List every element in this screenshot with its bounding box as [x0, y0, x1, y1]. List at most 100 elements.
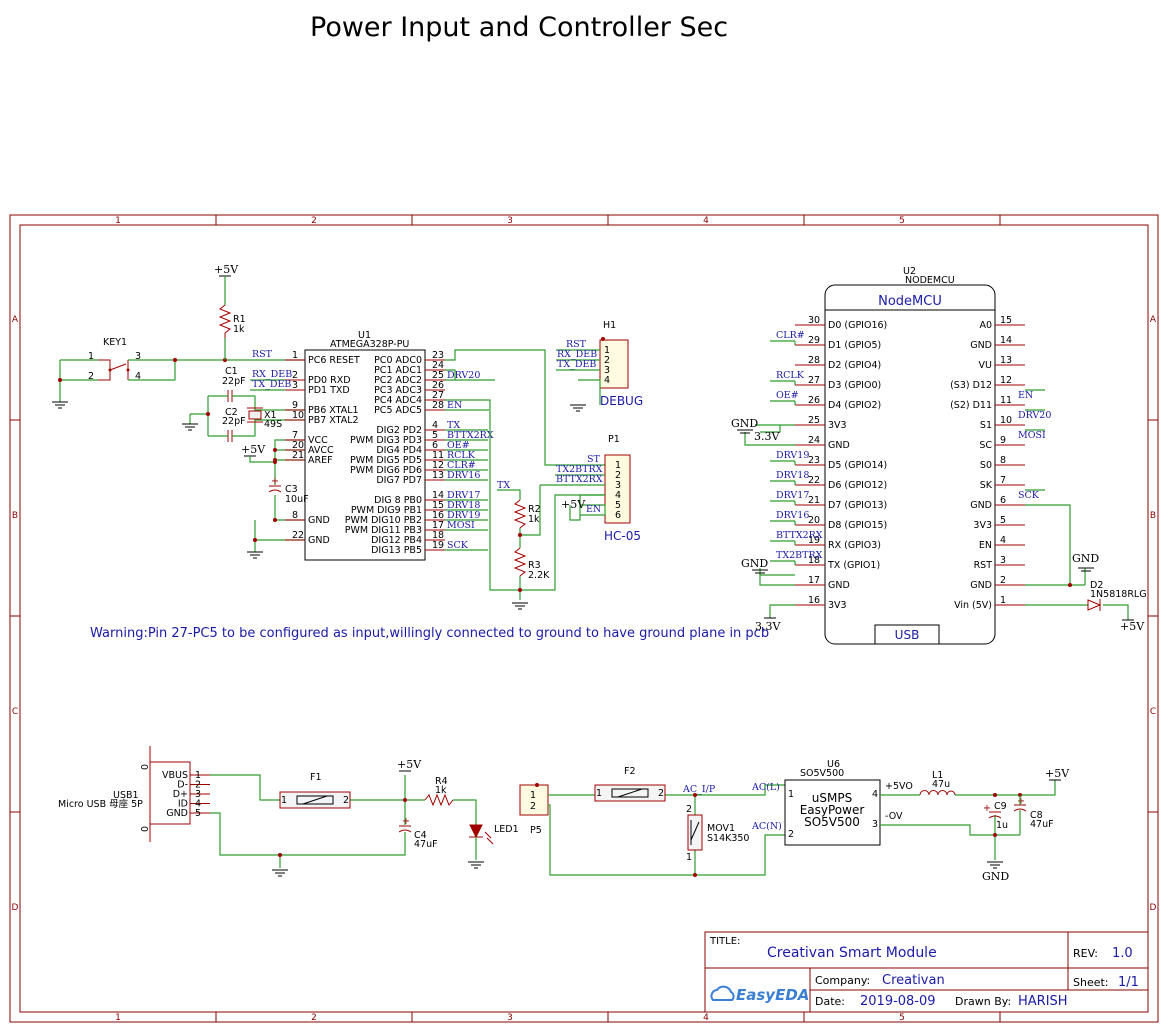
- r3-resistor: R3 2.2K: [512, 547, 550, 610]
- net-label: DRV20: [447, 370, 480, 381]
- c3-value: 10uF: [285, 494, 309, 505]
- u1-pin-name: AVCC: [308, 445, 334, 456]
- usb1-ref: USB1: [113, 790, 139, 801]
- pin-number: 3: [292, 380, 298, 391]
- u6-ref: U6: [827, 759, 840, 770]
- u1-pin-name: PWM DIG5 PD5: [350, 455, 422, 466]
- u1-pin-name: PC0 ADC0: [374, 355, 422, 366]
- net-label: TX: [447, 420, 460, 431]
- pin-number: 28: [432, 400, 444, 411]
- pin-number: 3: [604, 365, 610, 376]
- polarity: +: [983, 803, 991, 814]
- h1-name: DEBUG: [600, 394, 643, 408]
- u6-line1: uSMPS: [812, 791, 852, 805]
- u2-pin-name: S0: [980, 460, 992, 471]
- net-label: EN: [1018, 390, 1033, 401]
- pin-number: 27: [432, 390, 444, 401]
- pin-number: 3: [1000, 555, 1006, 566]
- pin-number: 19: [808, 535, 820, 546]
- pin-number: 5: [195, 808, 201, 819]
- pin-number: 17: [432, 520, 444, 531]
- c2-ref: C2: [225, 407, 238, 418]
- rev-label: REV:: [1073, 947, 1098, 960]
- u2-pin-name: D1 (GPIO5): [828, 340, 881, 351]
- key1-switch: KEY1 1 2 3 4: [88, 337, 141, 382]
- pin-number: 4: [872, 789, 878, 800]
- u1-ref: U1: [358, 330, 371, 341]
- col-marker: 5: [899, 1013, 905, 1023]
- column-markers-bottom: 1 2 3 4 5: [115, 1013, 905, 1023]
- c8-ref: C8: [1030, 810, 1043, 821]
- row-marker: D: [1150, 903, 1157, 913]
- u1-pin-name: DIG2 PD2: [376, 425, 422, 436]
- c9-capacitor: + C9 1u: [983, 801, 1008, 831]
- net-label: DRV17: [776, 490, 809, 501]
- u2-pin-name: RST: [974, 560, 993, 571]
- net-label: RX_DEB: [557, 349, 597, 360]
- c9-value: 1u: [996, 820, 1008, 831]
- u2-pin-name: D8 (GPIO15): [828, 520, 887, 531]
- u1-pin-name: PC3 ADC3: [374, 385, 422, 396]
- f2-ref: F2: [624, 766, 636, 777]
- pin-number: 10: [1000, 415, 1012, 426]
- pin-number: 11: [1000, 395, 1012, 406]
- pin-number: 22: [808, 475, 820, 486]
- x1-value: 49S: [264, 419, 282, 430]
- pin-number: 4: [1000, 535, 1006, 546]
- pin-number: 1: [596, 788, 602, 799]
- c1-value: 22pF: [222, 376, 246, 387]
- net-label: TX_DEB: [252, 379, 291, 390]
- u2-pin-name: RX (GPIO3): [828, 540, 881, 551]
- pin-number: 12: [432, 460, 444, 471]
- page-title: Power Input and Controller Sec: [310, 12, 729, 43]
- gnd-symbol: [182, 414, 198, 431]
- usb-pin-name: VBUS: [162, 770, 188, 781]
- col-marker: 2: [311, 1013, 317, 1023]
- u2-pin-name: D6 (GPIO12): [828, 480, 887, 491]
- pin-number: 6: [615, 510, 621, 521]
- u1-pin-name: GND: [308, 515, 330, 526]
- pin-number: 2: [195, 780, 201, 791]
- c3-capacitor: + C3 10uF: [268, 476, 309, 505]
- pin-number: 27: [808, 375, 820, 386]
- col-marker: 2: [311, 216, 317, 226]
- h1-ref: H1: [603, 320, 616, 331]
- u1-pin-name: PB6 XTAL1: [308, 405, 359, 416]
- usb1-value: Micro USB 母座 5P: [58, 798, 143, 810]
- u2-pin-name: GND: [828, 440, 850, 451]
- pin-number: 1: [686, 852, 692, 863]
- u2-pin-name: D2 (GPIO4): [828, 360, 881, 371]
- power-label: 3.3V: [755, 620, 781, 633]
- net-label: DRV19: [447, 510, 480, 521]
- r4-ref: R4: [435, 776, 448, 787]
- u6-line2: EasyPower: [800, 803, 865, 817]
- pin-number: 11: [432, 450, 444, 461]
- pin-number: 1: [530, 790, 536, 801]
- pin-number: 14: [1000, 335, 1012, 346]
- power-label: GND: [731, 417, 758, 430]
- u2-pin-name: GND: [970, 580, 992, 591]
- r4-resistor: R4 1k: [424, 776, 477, 825]
- net-label: ST: [587, 454, 601, 465]
- net-label: AC(N): [751, 821, 782, 832]
- h1-debug-header: H1 1 2 3 4 DEBUG RST RX_DEB TX_DEB: [556, 320, 643, 412]
- u1-part: ATMEGA328P-PU: [330, 339, 409, 350]
- d2-ref: D2: [1090, 580, 1103, 591]
- mov1-value: S14K350: [707, 833, 749, 844]
- r3-value: 2.2K: [528, 570, 550, 581]
- pin-number: 10: [292, 410, 304, 421]
- pin-number: 1: [195, 770, 201, 781]
- f1-fuse: F1 1 2: [279, 772, 351, 809]
- x1-crystal: X1 49S: [247, 407, 282, 430]
- u1-pin-name: PC5 ADC5: [374, 405, 422, 416]
- r2-resistor: TX R2 1k: [497, 480, 541, 548]
- u1-pin-name: PC2 ADC2: [374, 375, 422, 386]
- u2-pin-name: S1: [980, 420, 992, 431]
- col-marker: 1: [115, 1013, 121, 1023]
- l1-inductor: L1 47u: [919, 770, 956, 796]
- r3-ref: R3: [528, 560, 541, 571]
- drawn-value: HARISH: [1018, 994, 1068, 1009]
- u1-pin-name: VCC: [308, 435, 328, 446]
- u6-line3: SO5V500: [804, 815, 860, 829]
- u2-pin-name: VU: [979, 360, 992, 371]
